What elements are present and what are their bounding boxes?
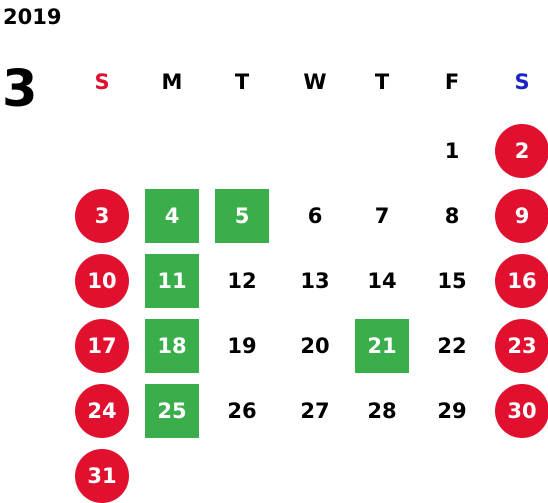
day-cell-15[interactable]: 15 [437, 269, 467, 293]
weekday-header-2: T [234, 70, 250, 94]
day-cell-21[interactable]: 21 [355, 319, 409, 373]
day-cell-28[interactable]: 28 [367, 399, 397, 423]
weekday-header-0: S [94, 70, 110, 94]
day-cell-18[interactable]: 18 [145, 319, 199, 373]
day-cell-20[interactable]: 20 [300, 334, 330, 358]
day-cell-24[interactable]: 24 [75, 384, 129, 438]
calendar-year: 2019 [3, 5, 62, 29]
weekday-header-5: F [444, 70, 460, 94]
day-cell-17[interactable]: 17 [75, 319, 129, 373]
day-cell-9[interactable]: 9 [495, 189, 548, 243]
day-cell-2[interactable]: 2 [495, 124, 548, 178]
day-cell-12[interactable]: 12 [227, 269, 257, 293]
day-cell-4[interactable]: 4 [145, 189, 199, 243]
day-cell-11[interactable]: 11 [145, 254, 199, 308]
day-cell-7[interactable]: 7 [374, 204, 390, 228]
day-cell-6[interactable]: 6 [307, 204, 323, 228]
day-cell-25[interactable]: 25 [145, 384, 199, 438]
day-cell-19[interactable]: 19 [227, 334, 257, 358]
day-cell-29[interactable]: 29 [437, 399, 467, 423]
weekday-header-4: T [374, 70, 390, 94]
day-cell-5[interactable]: 5 [215, 189, 269, 243]
weekday-header-6: S [514, 70, 530, 94]
day-cell-8[interactable]: 8 [444, 204, 460, 228]
weekday-header-1: M [161, 70, 183, 94]
day-cell-31[interactable]: 31 [75, 449, 129, 503]
day-cell-22[interactable]: 22 [437, 334, 467, 358]
day-cell-26[interactable]: 26 [227, 399, 257, 423]
day-cell-16[interactable]: 16 [495, 254, 548, 308]
calendar-month: 3 [2, 60, 38, 119]
day-cell-23[interactable]: 23 [495, 319, 548, 373]
day-cell-14[interactable]: 14 [367, 269, 397, 293]
weekday-header-3: W [303, 70, 327, 94]
day-cell-27[interactable]: 27 [300, 399, 330, 423]
day-cell-1[interactable]: 1 [444, 139, 460, 163]
day-cell-3[interactable]: 3 [75, 189, 129, 243]
day-cell-13[interactable]: 13 [300, 269, 330, 293]
day-cell-30[interactable]: 30 [495, 384, 548, 438]
day-cell-10[interactable]: 10 [75, 254, 129, 308]
